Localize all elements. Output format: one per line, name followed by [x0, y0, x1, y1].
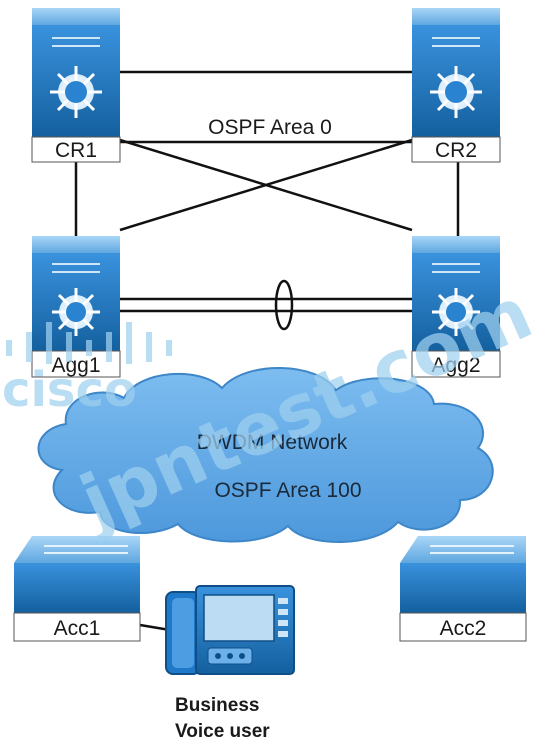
label-cr1: CR1	[55, 139, 97, 162]
ip-phone-icon	[165, 585, 295, 675]
switch-acc1: Acc1	[13, 536, 141, 642]
label-agg2: Agg2	[431, 354, 480, 377]
endpoint-label-line1: Business	[175, 695, 259, 716]
switch-agg2: Agg2	[411, 236, 501, 378]
label-acc1: Acc1	[54, 617, 101, 640]
router-cr1: CR1	[31, 8, 121, 163]
label-cr2: CR2	[435, 139, 477, 162]
watermark-brand: cisco	[2, 362, 137, 418]
cloud-label: DWDM Network	[197, 431, 348, 454]
switch-acc2: Acc2	[399, 536, 527, 642]
cisco-logo-icon	[6, 322, 172, 364]
port-channel-ellipse	[274, 279, 294, 331]
label-acc2: Acc2	[440, 617, 487, 640]
area-0-label: OSPF Area 0	[208, 116, 332, 139]
link-cr2-agg1	[119, 138, 413, 232]
area-100-label: OSPF Area 100	[214, 479, 361, 502]
dwdm-cloud: DWDM Network OSPF Area 100	[37, 367, 494, 543]
router-cr2: CR2	[411, 8, 501, 163]
endpoint-label-line2: Voice user	[175, 721, 270, 742]
label-agg1: Agg1	[51, 354, 100, 377]
